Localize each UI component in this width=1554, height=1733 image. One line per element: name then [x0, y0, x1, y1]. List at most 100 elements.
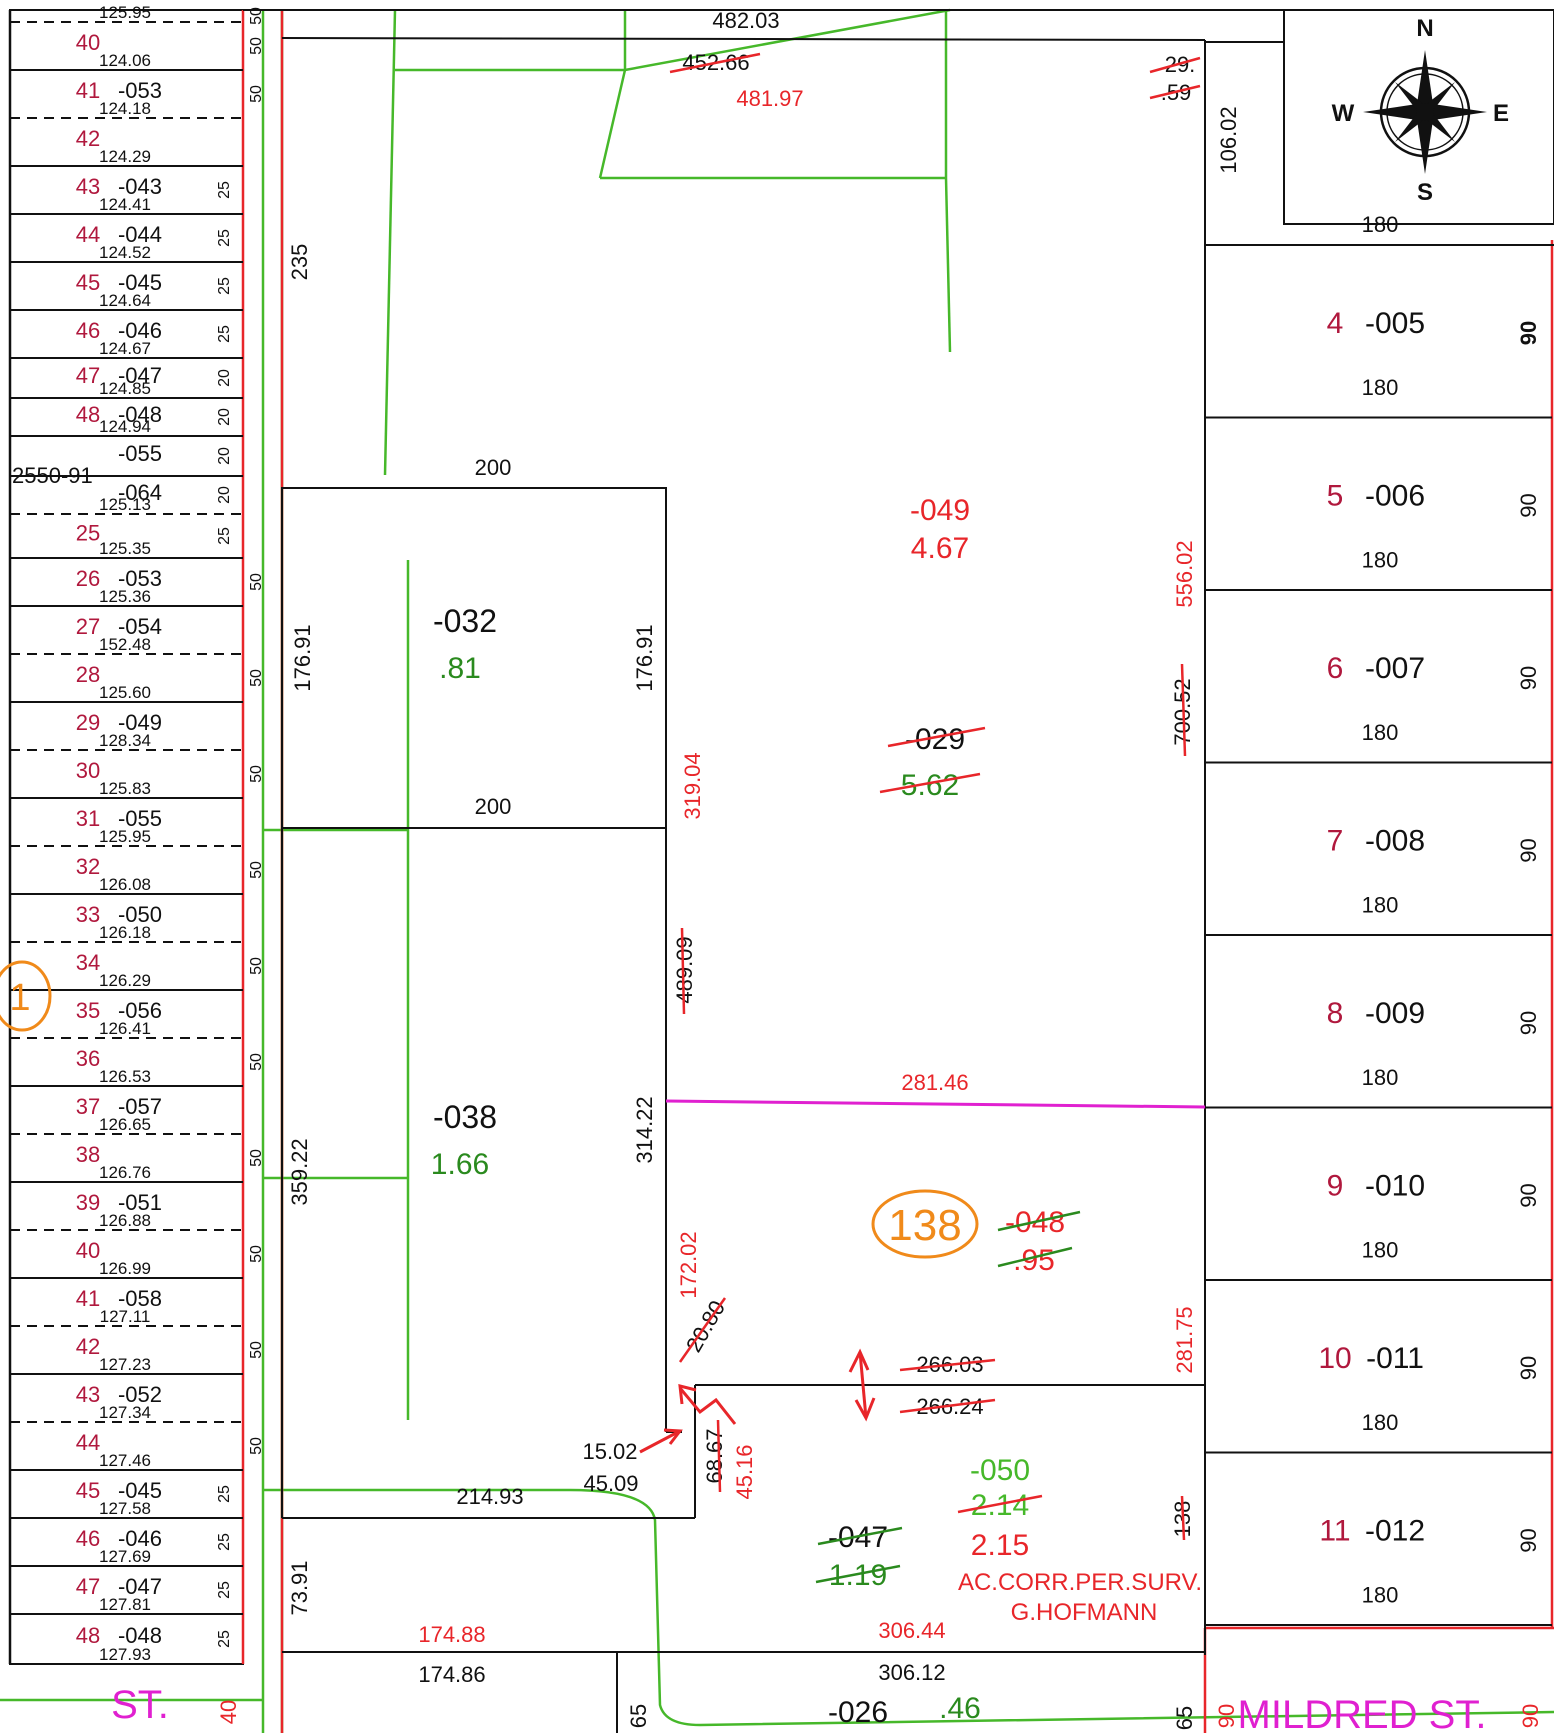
orange-map-circle-partial: 1: [0, 960, 52, 1032]
dim-481-97: 481.97: [736, 86, 803, 111]
left-lot-width: 50: [248, 37, 265, 55]
left-lot-number: 44: [76, 1430, 100, 1455]
left-lot-depth: 124.67: [99, 339, 151, 358]
left-parcel-code: -051: [118, 1190, 162, 1215]
dim-15-02: 15.02: [582, 1439, 637, 1464]
right-parcel-code: -010: [1365, 1170, 1425, 1203]
left-lot-depth: 127.69: [99, 1547, 151, 1566]
right-lot-depth: 180: [1362, 375, 1399, 400]
right-lot-number: 6: [1327, 652, 1344, 685]
right-parcel-code: -011: [1366, 1342, 1424, 1375]
right-lot-depth: 180: [1362, 893, 1399, 918]
right-lot-depth: 180: [1362, 1583, 1399, 1608]
arrow-icon: [639, 1428, 683, 1454]
compass-w: W: [1332, 100, 1355, 127]
right-lot-number: 7: [1327, 825, 1344, 858]
dim-176-91-left: 176.91: [290, 624, 315, 691]
survey-note-line2: G.HOFMANN: [1011, 1599, 1158, 1626]
left-lot-depth: 126.18: [99, 923, 151, 942]
left-parcel-code: -050: [118, 902, 162, 927]
left-lot-number: 43: [76, 174, 100, 199]
left-parcel-code: -048: [118, 402, 162, 427]
dim-556-02: 556.02: [1172, 540, 1197, 607]
left-lot-number: 45: [76, 1478, 100, 1503]
right-parcel-code: -006: [1365, 480, 1425, 513]
left-lot-depth: 126.08: [99, 875, 151, 894]
left-lot-depth: 124.06: [99, 51, 151, 70]
left-lot-width: 25: [216, 229, 233, 247]
left-lot-depth: 125.95: [99, 827, 151, 846]
parcel-050-code: -050: [970, 1454, 1030, 1487]
parcel-026-code: -026: [828, 1696, 888, 1729]
dim-65-b: 65: [1172, 1706, 1197, 1730]
right-lot-number: 10: [1318, 1342, 1351, 1375]
left-parcel-code: -044: [118, 222, 162, 247]
dim-45-16: 45.16: [732, 1444, 757, 1499]
survey-note-line1: AC.CORR.PER.SURV.: [958, 1569, 1202, 1596]
dim-359-22: 359.22: [287, 1138, 312, 1205]
dim-214-93: 214.93: [456, 1484, 523, 1509]
right-lot-number: 11: [1319, 1515, 1350, 1548]
right-lot-depth: 180: [1362, 548, 1399, 573]
black-boundary-lines: [243, 9, 1554, 1733]
parcel-038-code: -038: [433, 1099, 497, 1135]
left-parcel-code: -048: [118, 1623, 162, 1648]
compass-n: N: [1416, 15, 1433, 42]
left-lot-number: 42: [76, 126, 100, 151]
left-lot-number: 30: [76, 758, 100, 783]
left-lot-width: 50: [248, 1149, 265, 1167]
parcel-038-acres: 1.66: [431, 1148, 489, 1181]
parcel-032-code: -032: [433, 603, 497, 639]
map-number-circle: [871, 1189, 979, 1259]
left-lot-width: 50: [248, 1341, 265, 1359]
left-lot-number: 35: [76, 998, 100, 1023]
left-lot-number: 25: [76, 520, 100, 545]
left-lot-number: 40: [76, 1238, 100, 1263]
right-lot-number: 4: [1327, 307, 1344, 340]
dim-174-86: 174.86: [418, 1662, 485, 1687]
green-easement-lines: [0, 8, 1554, 1733]
right-lot-width: 90: [1516, 838, 1541, 862]
right-lot-depth: 180: [1362, 720, 1399, 745]
left-parcel-code: -056: [118, 998, 162, 1023]
left-lot-number: 39: [76, 1190, 100, 1215]
left-lot-depth: 127.93: [99, 1645, 151, 1664]
dim-200-bottom: 200: [475, 794, 512, 819]
left-lot-depth: 124.52: [99, 243, 151, 262]
double-arrow-icon: [848, 1348, 876, 1422]
parcel-049-acres: 4.67: [911, 532, 969, 565]
parcel-026-acres: .46: [939, 1692, 981, 1725]
left-lot-depth: 125.83: [99, 779, 151, 798]
dim-174-88: 174.88: [418, 1622, 485, 1647]
left-parcel-code: -057: [118, 1094, 162, 1119]
left-lot-depth: 124.29: [99, 147, 151, 166]
left-lot-number: 31: [76, 806, 100, 831]
left-lot-depth: 128.34: [99, 731, 151, 750]
right-lot-number: 9: [1327, 1170, 1344, 1203]
left-parcel-code: -054: [118, 614, 162, 639]
left-lot-width: 25: [216, 325, 233, 343]
left-lot-number: 27: [76, 614, 100, 639]
left-lot-depth: 152.48: [99, 635, 151, 654]
street-left: ST.: [111, 1683, 169, 1727]
right-lot-number: 8: [1327, 997, 1344, 1030]
left-lot-number: 36: [76, 1046, 100, 1071]
map-number-138: 138: [888, 1201, 961, 1250]
parcel-029-old-code: -029: [905, 723, 965, 756]
dim-172-02: 172.02: [676, 1231, 701, 1298]
left-lot-depth: 124.41: [99, 195, 151, 214]
dim-281-75: 281.75: [1172, 1306, 1197, 1373]
right-lot-width: 90: [1516, 666, 1541, 690]
left-parcel-code: -045: [118, 1478, 162, 1503]
dim-73-91: 73.91: [287, 1560, 312, 1615]
left-lot-depth: 124.94: [99, 417, 151, 436]
parcel-032-acres: .81: [439, 652, 481, 685]
dim-281-46: 281.46: [901, 1070, 968, 1095]
left-lot-number: 26: [76, 566, 100, 591]
dim-235: 235: [287, 244, 312, 281]
right-lot-depth: 180: [1362, 1065, 1399, 1090]
left-lot-depth: 126.29: [99, 971, 151, 990]
right-lot-width: 90: [1516, 1356, 1541, 1380]
right-parcel-code: -005: [1365, 307, 1425, 340]
